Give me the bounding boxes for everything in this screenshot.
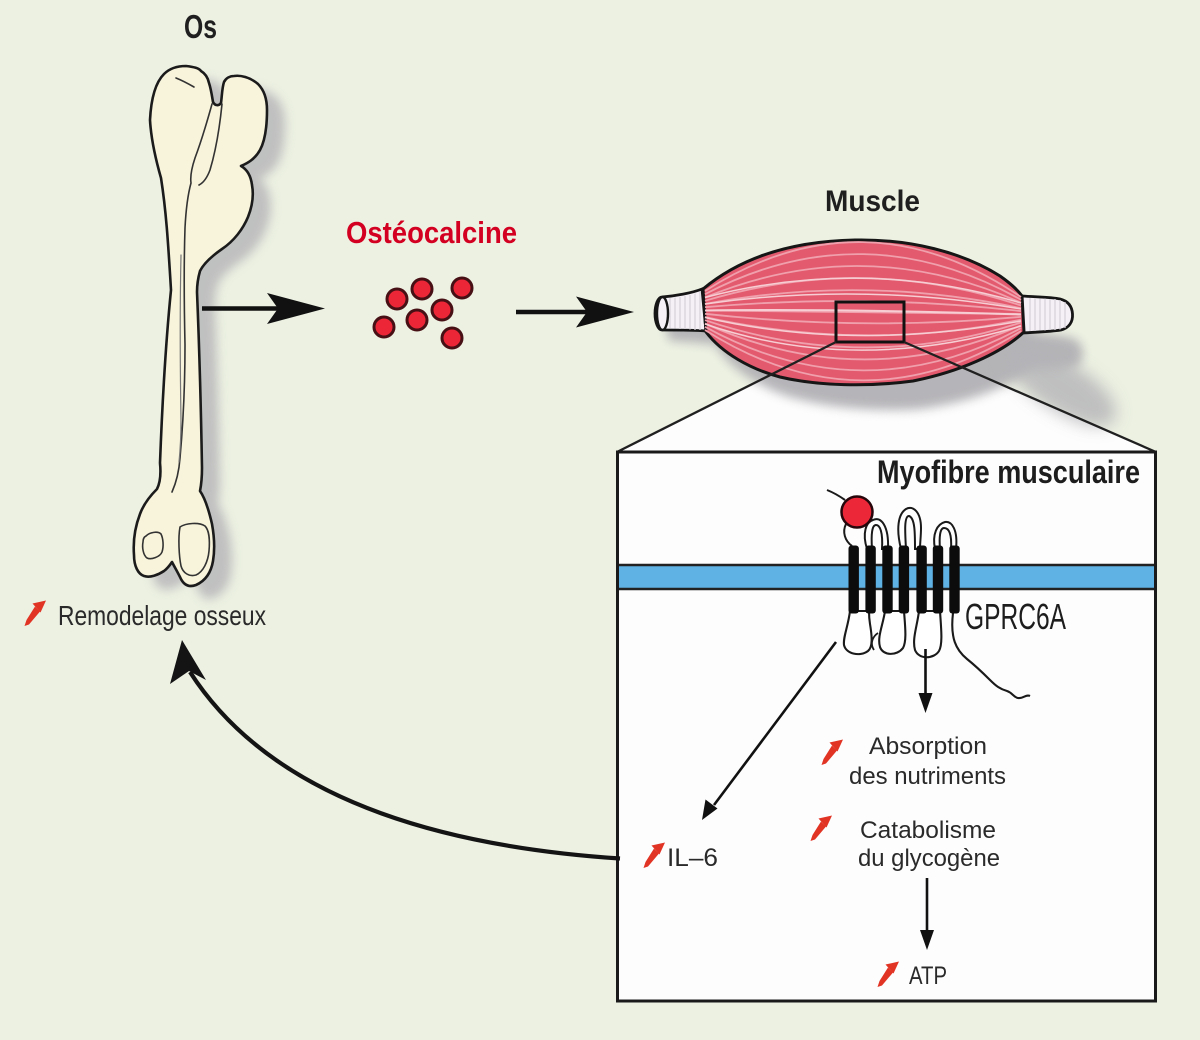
svg-text:IL–6: IL–6 <box>667 844 718 872</box>
svg-text:Absorption: Absorption <box>869 733 987 760</box>
svg-text:ATP: ATP <box>909 962 947 990</box>
svg-text:Ostéocalcine: Ostéocalcine <box>346 215 517 250</box>
svg-text:Myofibre musculaire: Myofibre musculaire <box>877 454 1140 490</box>
svg-text:GPRC6A: GPRC6A <box>965 596 1066 637</box>
svg-text:Os: Os <box>184 8 217 45</box>
svg-text:Remodelage osseux: Remodelage osseux <box>58 600 266 631</box>
svg-text:Muscle: Muscle <box>825 185 920 218</box>
svg-text:Catabolisme: Catabolisme <box>860 817 996 844</box>
svg-text:des nutriments: des nutriments <box>849 763 1006 790</box>
svg-text:du glycogène: du glycogène <box>858 845 1000 872</box>
